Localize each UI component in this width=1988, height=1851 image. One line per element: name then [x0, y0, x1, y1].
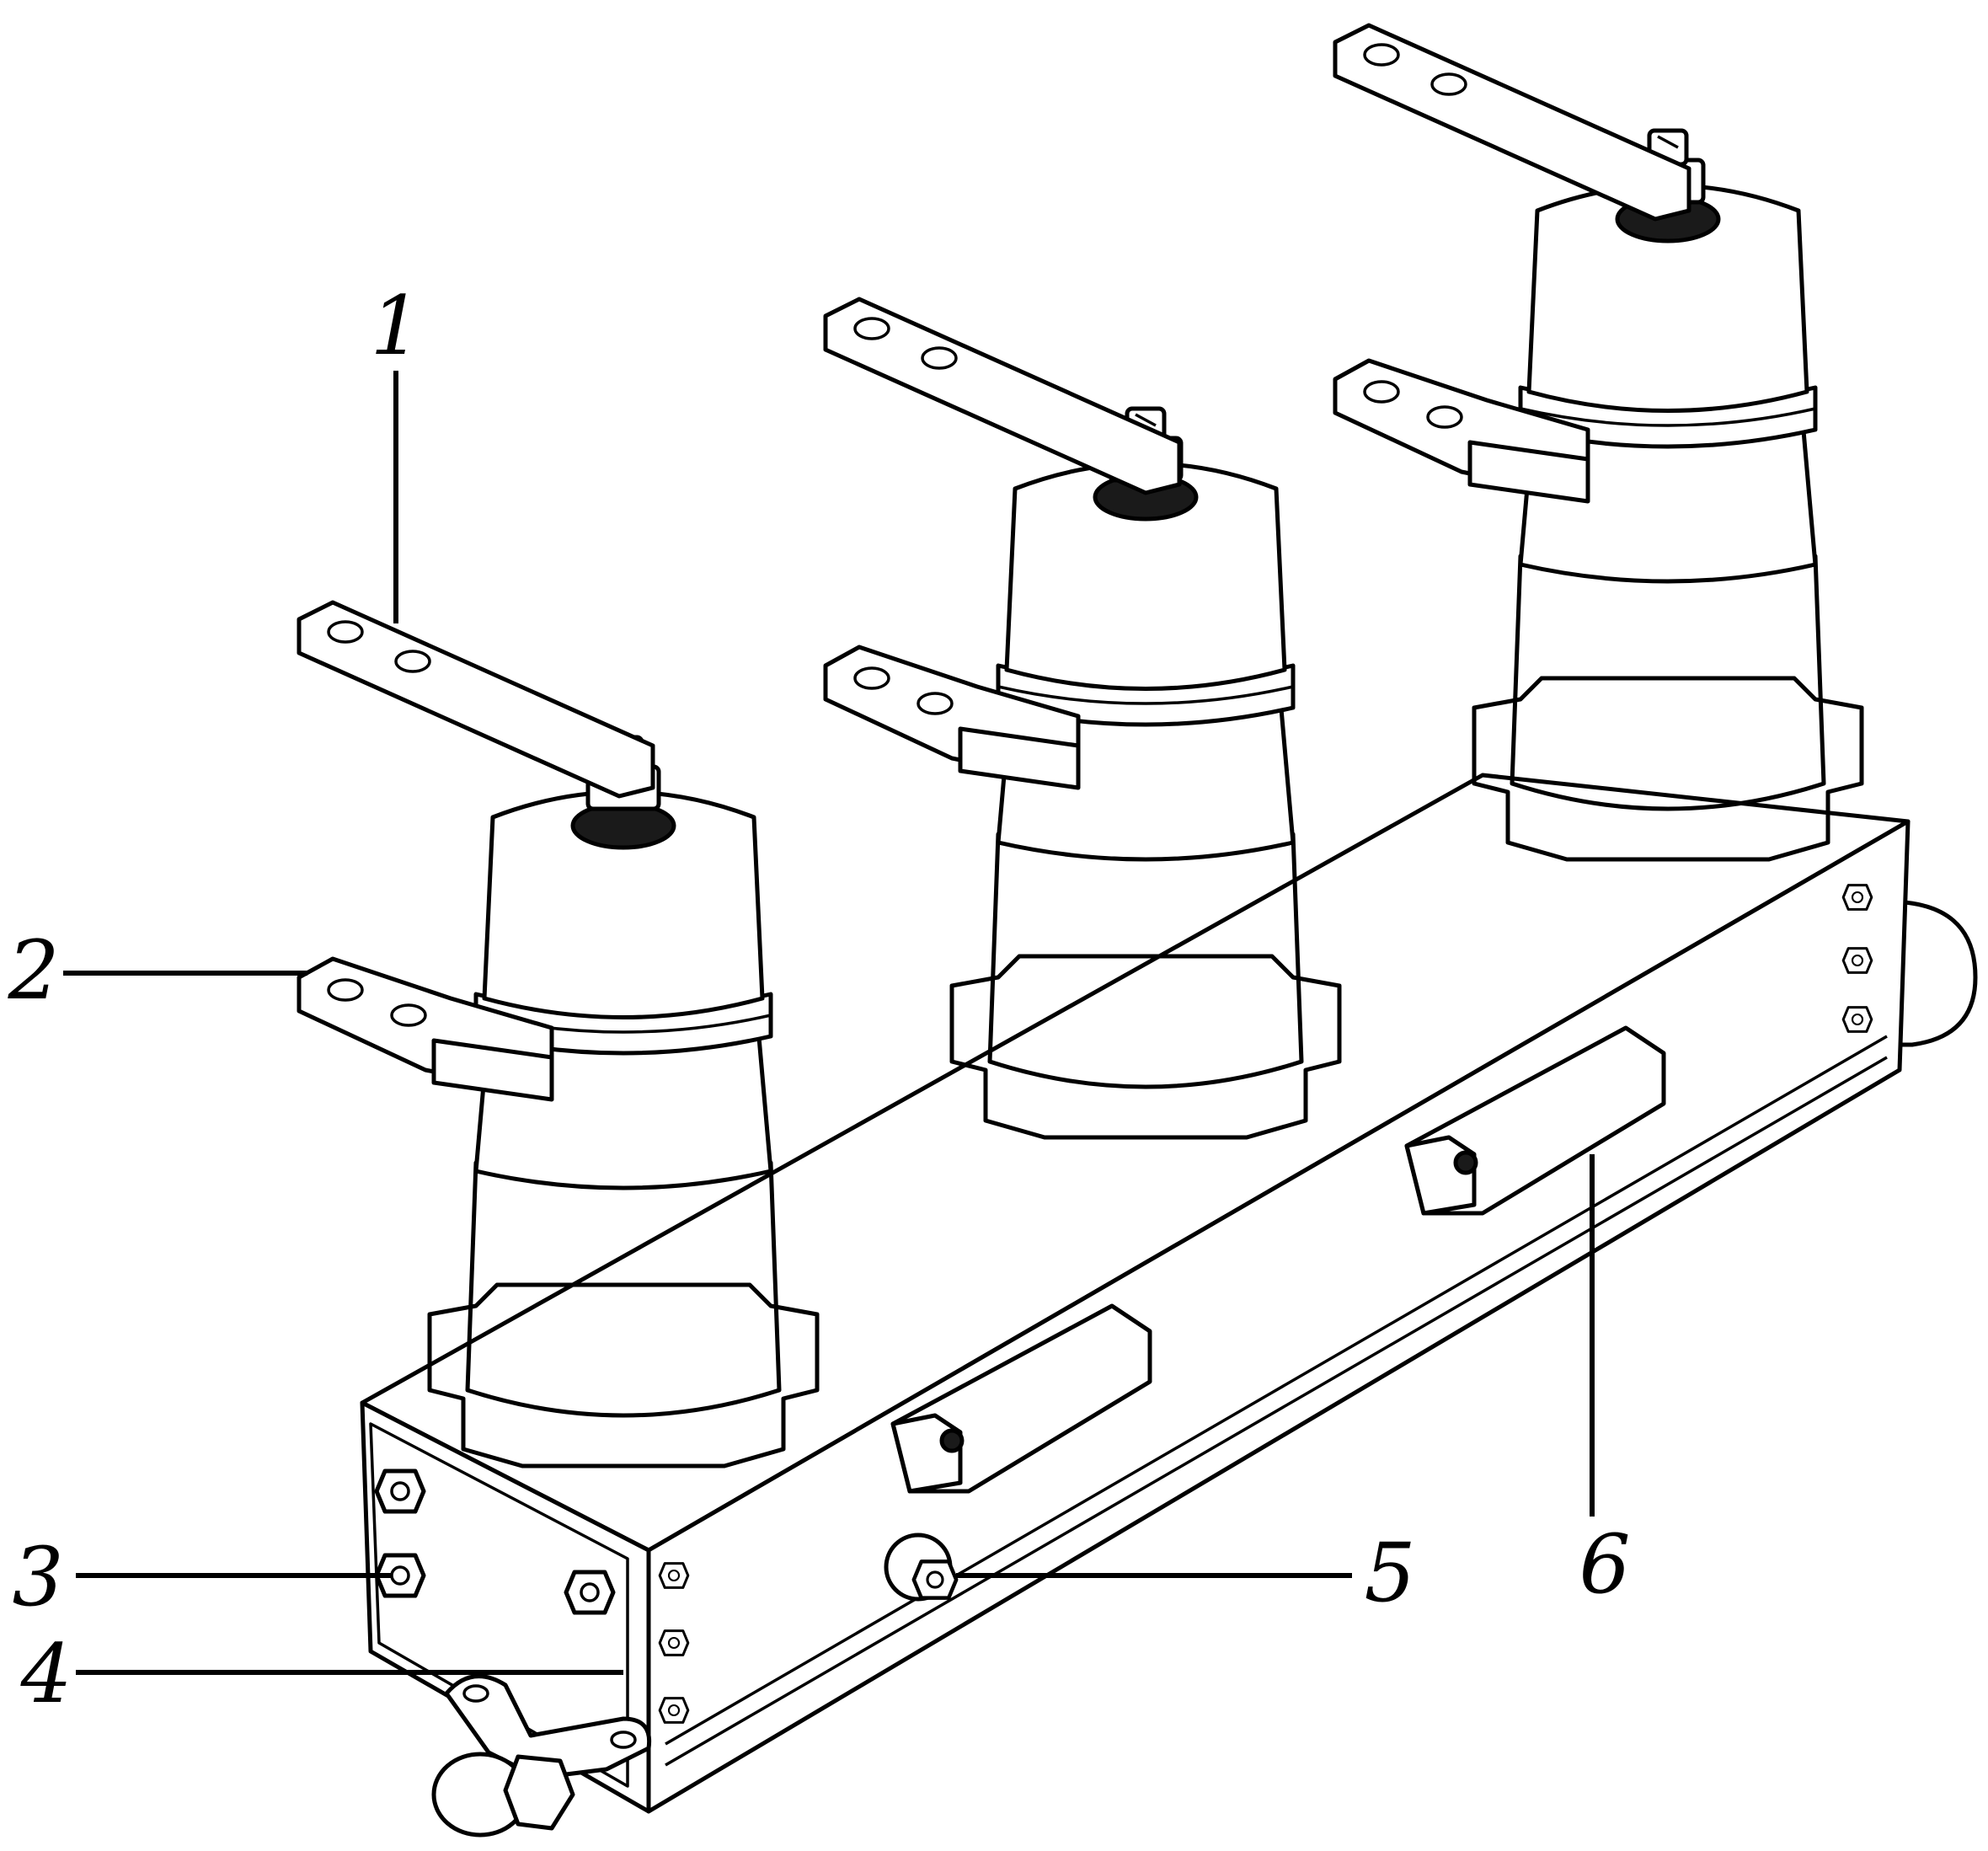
side-bolt-b [658, 1629, 690, 1656]
side-bolt-f [1841, 1006, 1873, 1033]
mounting-bracket-right [1404, 1025, 1666, 1216]
callout-6: 6 [1579, 1517, 1630, 1612]
end-plate-bolt-right [566, 1572, 613, 1613]
side-bolt-d [1841, 884, 1873, 911]
upper-terminal-3 [1335, 25, 1689, 219]
grounding-lug [431, 1674, 652, 1838]
rear-shaft [1884, 899, 1978, 1047]
side-bolt-c [658, 1697, 690, 1724]
mounting-bracket-left [890, 1303, 1152, 1494]
callout-2: 2 [7, 923, 59, 1018]
upper-terminal-2 [826, 299, 1179, 493]
callout-4: 4 [19, 1627, 72, 1721]
side-bolt-e [1841, 947, 1873, 974]
side-bolt-a [658, 1562, 690, 1589]
callout-5: 5 [1364, 1526, 1415, 1620]
callout-3: 3 [12, 1530, 63, 1624]
end-plate [360, 1400, 651, 1814]
upper-terminal-1 [299, 602, 653, 796]
callout-1: 1 [370, 279, 421, 373]
side-bolt-5 [884, 1533, 956, 1602]
end-plate-bolt-upper [377, 1471, 424, 1511]
